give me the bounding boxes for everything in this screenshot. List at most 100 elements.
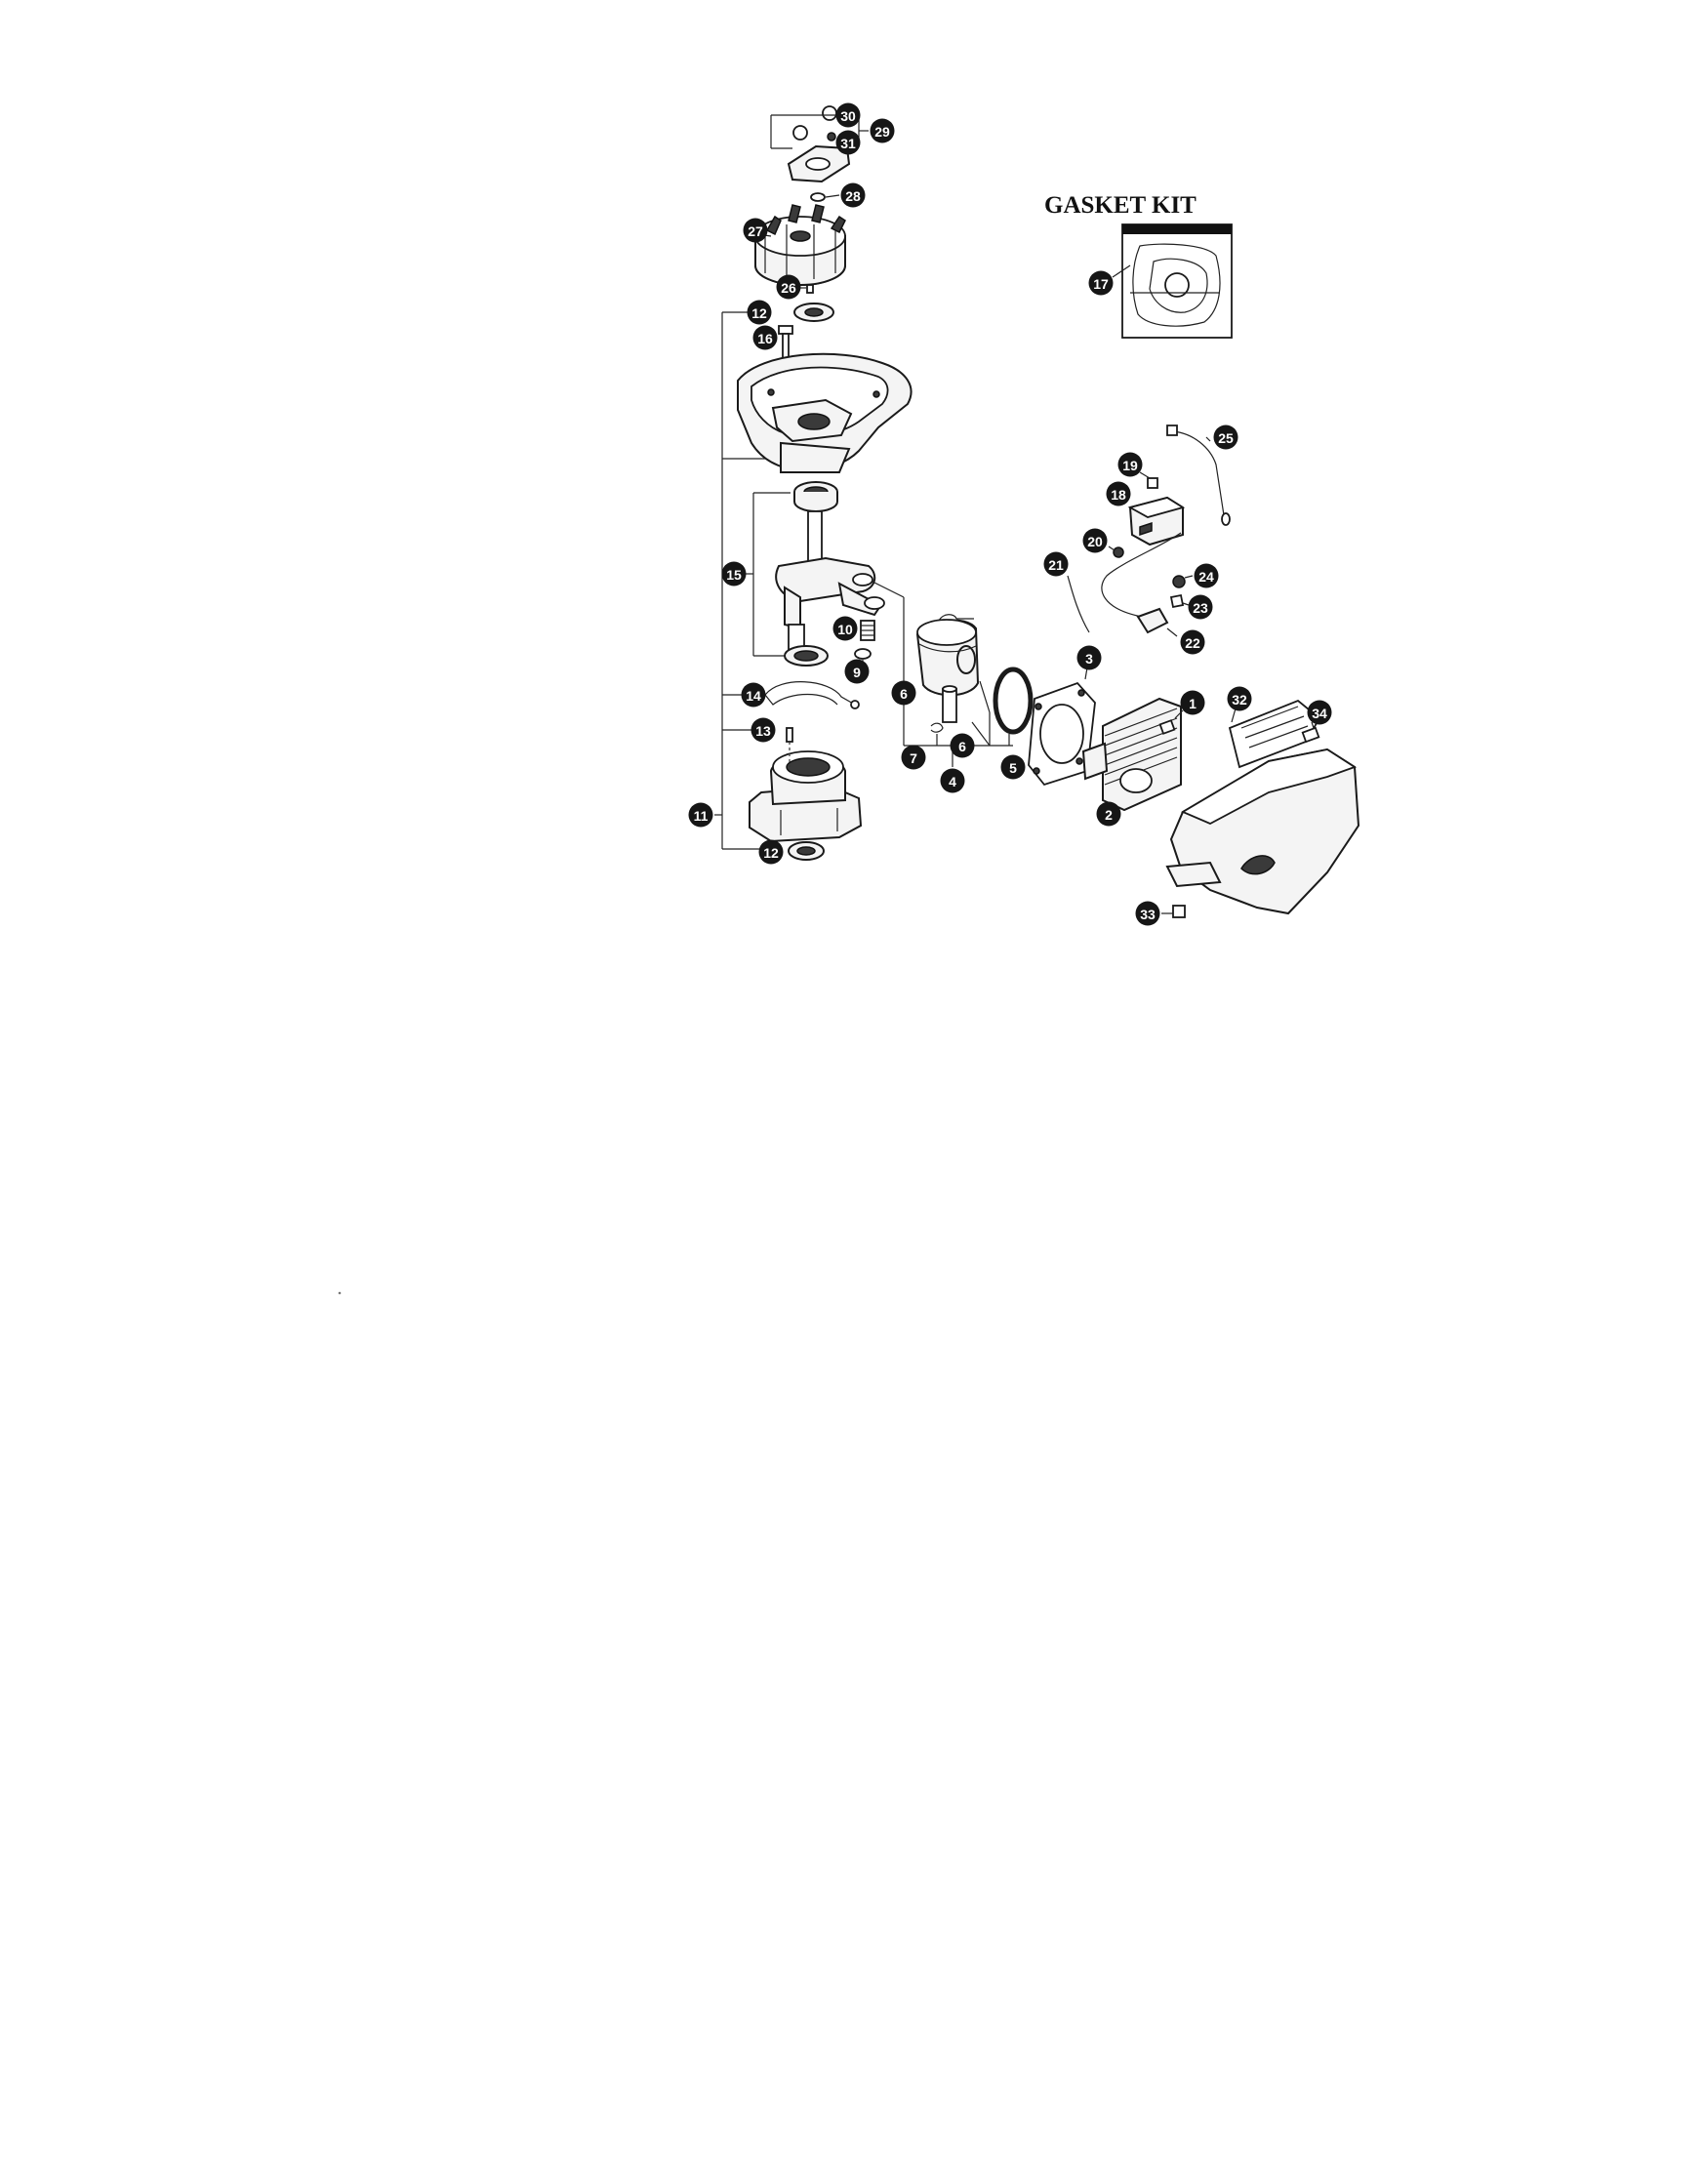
callout-layer: 1234566791011121213141516171819202122232… <box>688 102 1332 926</box>
spark-plug-boot-part <box>1136 575 1194 637</box>
callout-number: 19 <box>1122 458 1138 473</box>
callout-16: 16 <box>752 325 778 350</box>
callout-number: 31 <box>840 136 856 151</box>
piston-part <box>915 619 980 697</box>
callout-31: 31 <box>835 130 861 155</box>
callout-number: 6 <box>958 739 966 754</box>
callout-badge <box>835 102 861 128</box>
muffler-cover-part <box>1165 699 1360 915</box>
ground-wire-part <box>1166 425 1231 526</box>
piston-clip-top-part <box>938 614 974 622</box>
callout-6: 6 <box>891 680 916 706</box>
callout-badge <box>1088 270 1114 296</box>
callout-badge <box>835 130 861 155</box>
cylinder-part <box>1081 697 1182 812</box>
cylinder-bolt-part <box>1158 709 1184 735</box>
callout-10: 10 <box>832 616 858 641</box>
callout-number: 2 <box>1105 807 1113 823</box>
callout-badge <box>721 561 747 586</box>
dowel-pin-part <box>786 727 793 767</box>
callout-badge <box>832 616 858 641</box>
crankcase-upper-part <box>737 352 913 473</box>
callout-number: 1 <box>1189 696 1197 711</box>
spacer-part <box>1108 546 1124 558</box>
callout-number: 26 <box>781 280 796 296</box>
callout-3: 3 <box>1076 645 1102 670</box>
cover-screw-top-part <box>1301 721 1320 744</box>
callout-badge <box>840 182 866 208</box>
callout-number: 9 <box>853 665 861 680</box>
callout-4: 4 <box>940 768 965 793</box>
callout-badge <box>1227 686 1252 711</box>
callout-number: 34 <box>1312 706 1327 721</box>
callout-7: 7 <box>901 745 926 770</box>
callout-32: 32 <box>1227 686 1252 711</box>
callout-badge <box>1307 700 1332 725</box>
callout-34: 34 <box>1307 700 1332 725</box>
callout-badge <box>1082 528 1108 553</box>
gasket-kit-title: GASKET KIT <box>1044 192 1197 219</box>
callout-12: 12 <box>758 839 784 865</box>
callout-number: 14 <box>746 688 761 704</box>
callout-number: 6 <box>900 686 908 702</box>
callout-badge <box>870 118 895 143</box>
callout-badge <box>1043 551 1069 577</box>
cover-screw-bottom-part <box>1161 905 1186 918</box>
callout-21: 21 <box>1043 551 1069 577</box>
callout-badge <box>1135 901 1160 926</box>
callout-23: 23 <box>1188 594 1213 620</box>
callout-badge <box>1076 645 1102 670</box>
piston-ring-part <box>993 667 1034 735</box>
callout-badge <box>741 682 766 708</box>
callout-11: 11 <box>688 802 713 828</box>
callout-badge <box>688 802 713 828</box>
oil-seal-bottom-part <box>788 841 825 861</box>
crankcase-lower-part <box>749 750 863 843</box>
crankshaft-part <box>775 510 885 655</box>
rod-washer-part <box>852 573 905 683</box>
callout-26: 26 <box>776 274 801 300</box>
callout-number: 7 <box>910 750 917 766</box>
callout-badge <box>776 274 801 300</box>
callout-badge <box>940 768 965 793</box>
callout-24: 24 <box>1194 563 1219 588</box>
callout-17: 17 <box>1088 270 1114 296</box>
coil-screw-part <box>1139 471 1158 489</box>
callout-33: 33 <box>1135 901 1160 926</box>
callout-15: 15 <box>721 561 747 586</box>
stray-mark <box>338 1291 342 1295</box>
crankcase-gasket-part <box>764 681 860 709</box>
callout-number: 25 <box>1218 430 1234 446</box>
callout-number: 28 <box>845 188 861 204</box>
bearing-lower-part <box>784 645 829 667</box>
callout-badge <box>1180 629 1205 655</box>
callout-22: 22 <box>1180 629 1205 655</box>
callout-13: 13 <box>751 717 776 743</box>
callout-number: 12 <box>751 305 767 321</box>
callout-number: 33 <box>1140 907 1156 922</box>
callout-number: 29 <box>874 124 890 140</box>
callout-29: 29 <box>870 118 895 143</box>
callout-6: 6 <box>950 733 975 758</box>
callout-number: 5 <box>1009 760 1017 776</box>
callout-badge <box>1000 754 1026 780</box>
gasket-kit-box: GASKET KIT <box>1044 192 1233 339</box>
callout-badge <box>950 733 975 758</box>
callout-25: 25 <box>1213 425 1238 450</box>
callout-badge <box>1194 563 1219 588</box>
callout-30: 30 <box>835 102 861 128</box>
callout-number: 32 <box>1232 692 1247 708</box>
piston-group-leaders <box>903 680 1013 767</box>
cylinder-gasket-part <box>1028 667 1096 787</box>
callout-number: 17 <box>1093 276 1109 292</box>
callout-badge <box>1213 425 1238 450</box>
spark-plug-wire-part <box>1067 532 1182 633</box>
callout-number: 13 <box>755 723 771 739</box>
callout-number: 4 <box>949 774 956 789</box>
callout-27: 27 <box>743 218 768 243</box>
flywheel-part <box>754 204 846 286</box>
callout-19: 19 <box>1117 452 1143 477</box>
callout-number: 22 <box>1185 635 1200 651</box>
callout-number: 10 <box>837 622 853 637</box>
